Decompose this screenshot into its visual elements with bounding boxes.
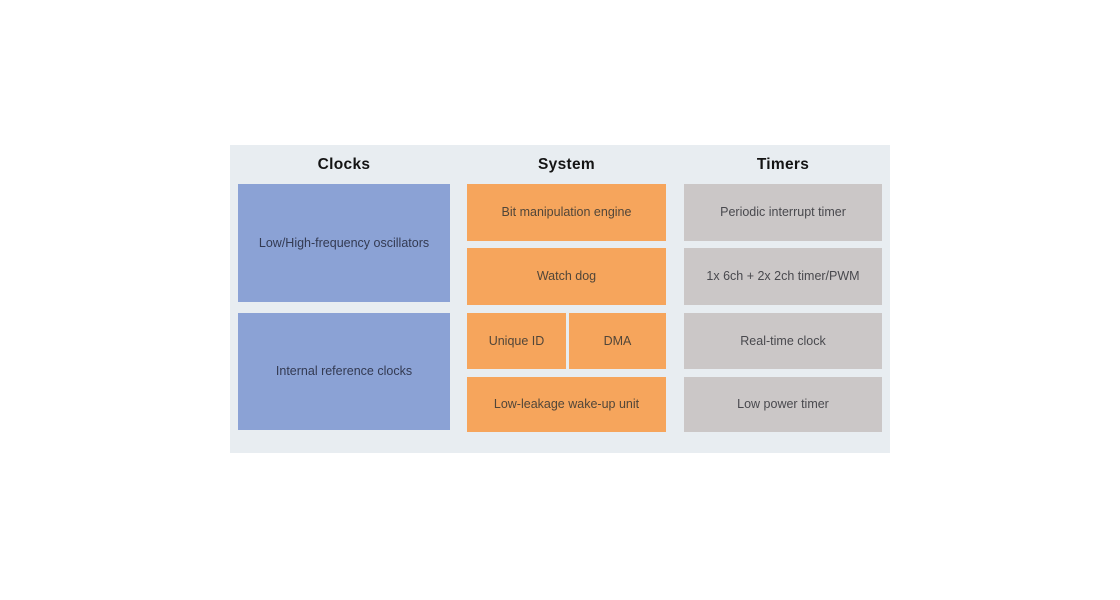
block-bit-manipulation-engine: Bit manipulation engine	[467, 184, 666, 241]
block-low-leakage-wake-up-unit: Low-leakage wake-up unit	[467, 377, 666, 432]
timers-column: Timers Periodic interrupt timer 1x 6ch +…	[684, 145, 882, 432]
system-split-row: Unique ID DMA	[467, 313, 666, 369]
block-watch-dog: Watch dog	[467, 248, 666, 305]
block-periodic-interrupt-timer: Periodic interrupt timer	[684, 184, 882, 241]
peripherals-diagram-panel: Clocks Low/High-frequency oscillators In…	[230, 145, 890, 453]
block-internal-reference-clocks: Internal reference clocks	[238, 313, 450, 430]
clocks-column: Clocks Low/High-frequency oscillators In…	[238, 145, 450, 430]
block-real-time-clock: Real-time clock	[684, 313, 882, 369]
system-column: System Bit manipulation engine Watch dog…	[467, 145, 666, 432]
block-timer-pwm: 1x 6ch + 2x 2ch timer/PWM	[684, 248, 882, 305]
block-low-high-frequency-oscillators: Low/High-frequency oscillators	[238, 184, 450, 302]
block-dma: DMA	[569, 313, 666, 369]
block-low-power-timer: Low power timer	[684, 377, 882, 432]
block-unique-id: Unique ID	[467, 313, 566, 369]
system-column-title: System	[538, 155, 595, 173]
clocks-column-title: Clocks	[317, 155, 371, 173]
timers-column-title: Timers	[756, 155, 810, 173]
